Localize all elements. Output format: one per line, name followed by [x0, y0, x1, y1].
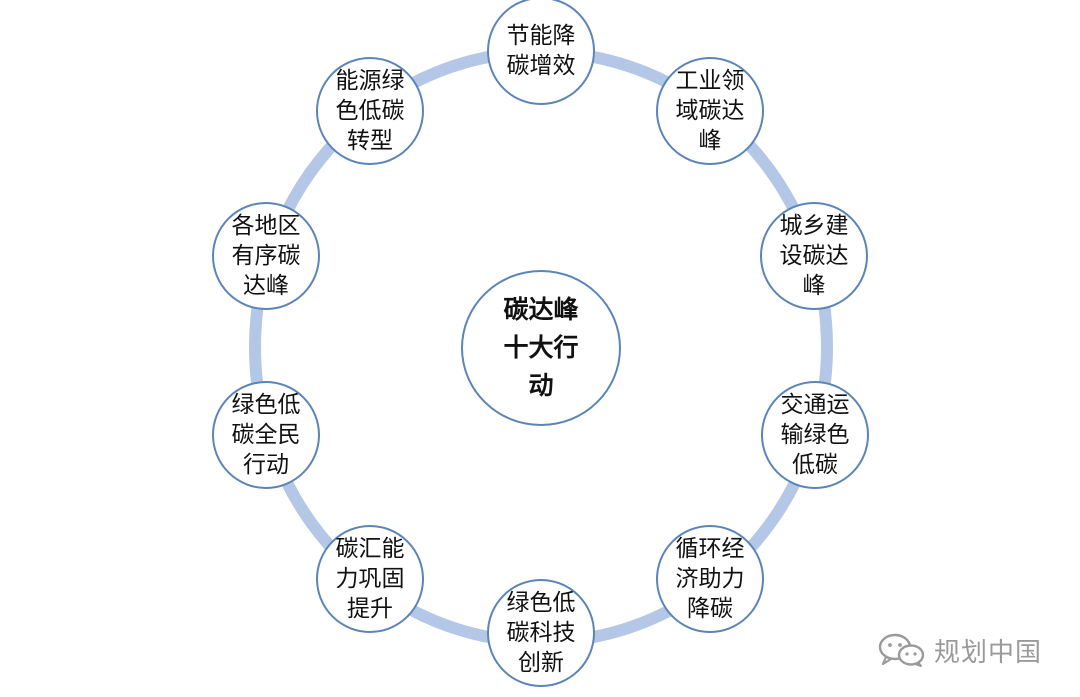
node-carbon-sink: 碳汇能力巩固提升 [316, 525, 424, 633]
node-label: 各地区有序碳达峰 [231, 213, 301, 299]
center-label: 碳达峰十大行动 [503, 295, 579, 400]
node-label: 绿色低碳科技创新 [506, 590, 576, 676]
node-tech-innovation: 绿色低碳科技创新 [487, 579, 595, 687]
node-energy-transition: 能源绿色低碳转型 [316, 57, 424, 165]
node-transport: 交通运输绿色低碳 [761, 381, 869, 489]
node-industry: 工业领域碳达峰 [656, 57, 764, 165]
node-label: 循环经济助力降碳 [675, 536, 745, 622]
center-node: 碳达峰十大行动 [461, 270, 621, 426]
watermark: 规划中国 [878, 633, 1043, 668]
wechat-icon [878, 633, 925, 667]
node-label: 能源绿色低碳转型 [335, 68, 405, 154]
node-label: 城乡建设碳达峰 [779, 213, 849, 299]
node-circular-economy: 循环经济助力降碳 [656, 525, 764, 633]
node-label: 碳汇能力巩固提升 [335, 536, 405, 622]
node-energy-saving: 节能降碳增效 [487, 0, 595, 105]
node-public-action: 绿色低碳全民行动 [212, 381, 320, 489]
watermark-text: 规划中国 [934, 637, 1043, 668]
node-label: 节能降碳增效 [506, 23, 576, 79]
node-urban-rural: 城乡建设碳达峰 [760, 202, 868, 310]
node-label: 绿色低碳全民行动 [231, 392, 301, 478]
node-label: 工业领域碳达峰 [675, 68, 745, 154]
node-regions: 各地区有序碳达峰 [212, 202, 320, 310]
node-label: 交通运输绿色低碳 [780, 392, 850, 478]
